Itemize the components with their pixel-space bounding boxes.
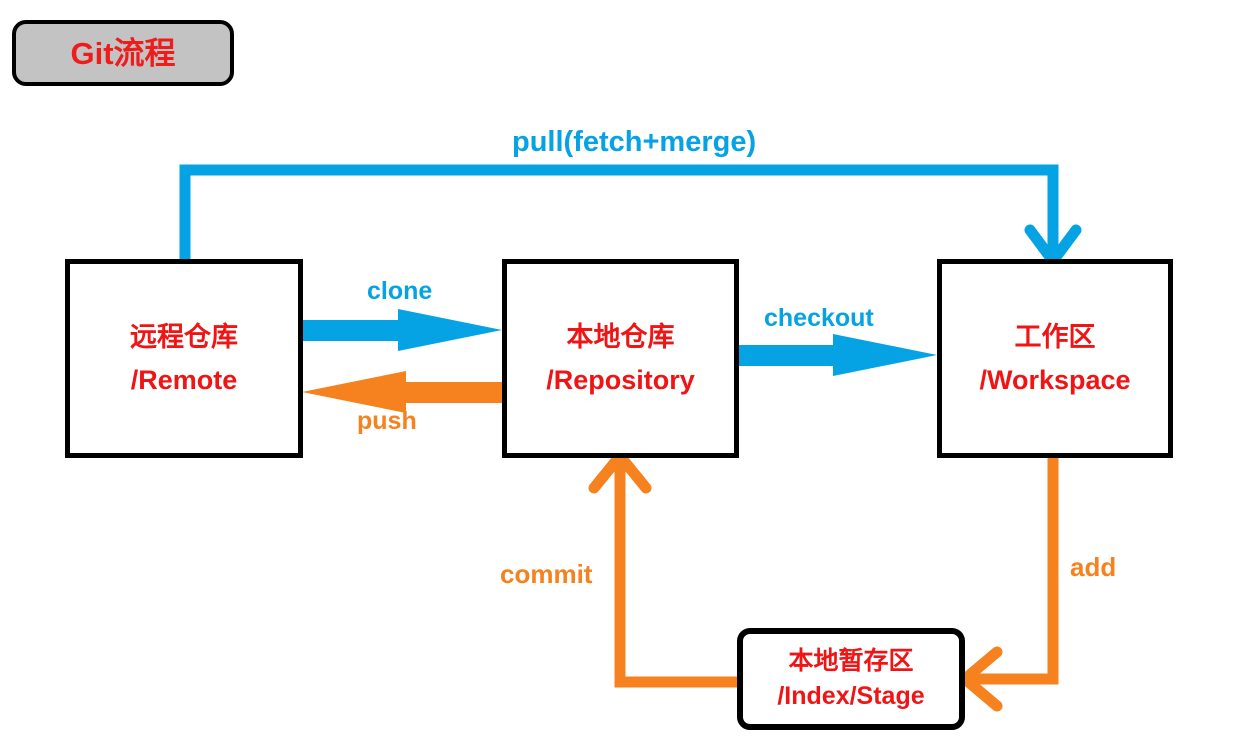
- node-repository-label-cn: 本地仓库: [566, 321, 675, 352]
- node-index-label-en: /Index/Stage: [777, 682, 925, 710]
- edge-label-add: add: [1070, 552, 1117, 582]
- node-remote-label-cn: 远程仓库: [130, 321, 238, 352]
- edge-checkout: [736, 334, 937, 376]
- edge-label-checkout: checkout: [764, 304, 874, 332]
- edge-label-clone: clone: [367, 277, 433, 305]
- node-local-repository[interactable]: 本地仓库 /Repository: [502, 259, 739, 458]
- edge-pull: [179, 164, 1082, 267]
- node-index-label-cn: 本地暂存区: [788, 647, 914, 675]
- diagram-title-badge: Git流程: [12, 20, 234, 86]
- node-workspace-label-cn: 工作区: [1014, 321, 1096, 352]
- edge-add: [959, 455, 1059, 712]
- diagram-title: Git流程: [70, 35, 176, 71]
- edge-clone: [300, 309, 502, 351]
- edge-label-pull: pull(fetch+merge): [512, 126, 757, 158]
- edge-commit: [588, 450, 737, 688]
- node-workspace[interactable]: 工作区 /Workspace: [937, 259, 1173, 458]
- node-repository-label-en: /Repository: [546, 364, 695, 395]
- node-remote-repository[interactable]: 远程仓库 /Remote: [65, 259, 303, 458]
- edge-label-push: push: [357, 407, 417, 435]
- node-workspace-label-en: /Workspace: [979, 364, 1131, 395]
- node-remote-label-en: /Remote: [130, 364, 238, 395]
- node-index-stage[interactable]: 本地暂存区 /Index/Stage: [737, 628, 965, 730]
- edge-label-commit: commit: [500, 559, 593, 589]
